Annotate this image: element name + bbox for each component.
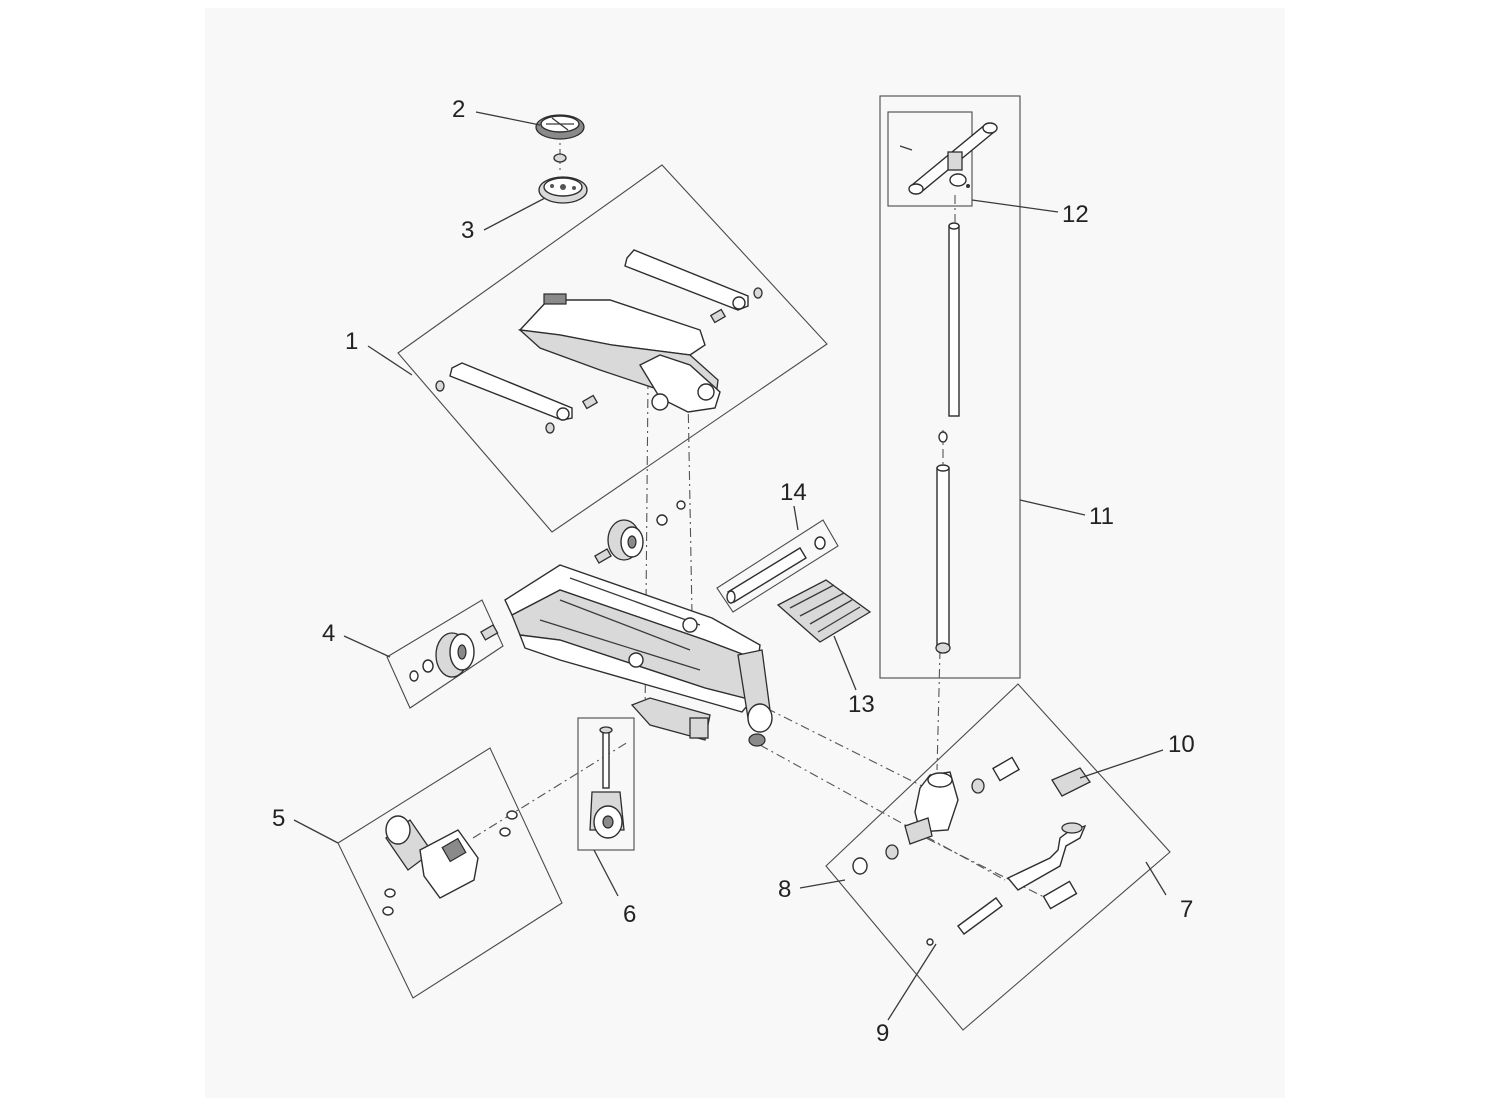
main-frame — [504, 564, 773, 747]
callout-2: 2 — [452, 96, 465, 123]
part-1-lift-arm — [435, 249, 763, 434]
callout-14: 14 — [780, 479, 807, 506]
callout-7: 7 — [1180, 896, 1193, 923]
callout-3: 3 — [461, 217, 474, 244]
part-5-hydraulic-pump — [382, 810, 518, 916]
group-box-6 — [577, 717, 635, 851]
part-10-pedal-pad — [1051, 767, 1091, 797]
paper-background — [205, 8, 1285, 1098]
callout-11: 11 — [1089, 503, 1114, 530]
group-box-7 — [825, 683, 1171, 1031]
front-wheel-assembly — [594, 500, 686, 564]
callout-5: 5 — [272, 805, 285, 832]
callout-8: 8 — [778, 876, 791, 903]
assembly-axes — [472, 130, 1051, 901]
callout-10: 10 — [1168, 731, 1195, 758]
callout-6: 6 — [623, 901, 636, 928]
callout-1: 1 — [345, 328, 358, 355]
group-box-1 — [397, 164, 828, 533]
part-3-saddle-plate — [538, 176, 588, 204]
leader-lines — [293, 111, 1167, 1021]
group-box-12 — [887, 111, 973, 207]
group-box-4 — [386, 599, 504, 709]
group-box-14 — [716, 519, 839, 613]
callout-13: 13 — [848, 691, 875, 718]
part-6-caster-wheel — [589, 726, 625, 839]
part-14-axle-tube — [726, 536, 826, 604]
group-box-11 — [879, 95, 1021, 679]
callout-4: 4 — [322, 620, 335, 647]
group-box-5 — [337, 747, 563, 999]
part-2-saddle-pad — [535, 114, 585, 163]
part-9-pin — [926, 897, 1003, 946]
part-12-handle-grip — [899, 122, 998, 195]
part-13-foot-pad — [776, 579, 872, 643]
callout-9: 9 — [876, 1020, 889, 1047]
part-11-handle-tube — [935, 222, 960, 654]
callout-12: 12 — [1062, 201, 1089, 228]
part-7-release-lever — [1006, 822, 1087, 910]
part-4-front-wheel — [409, 624, 499, 682]
part-8-yoke — [852, 756, 1020, 875]
